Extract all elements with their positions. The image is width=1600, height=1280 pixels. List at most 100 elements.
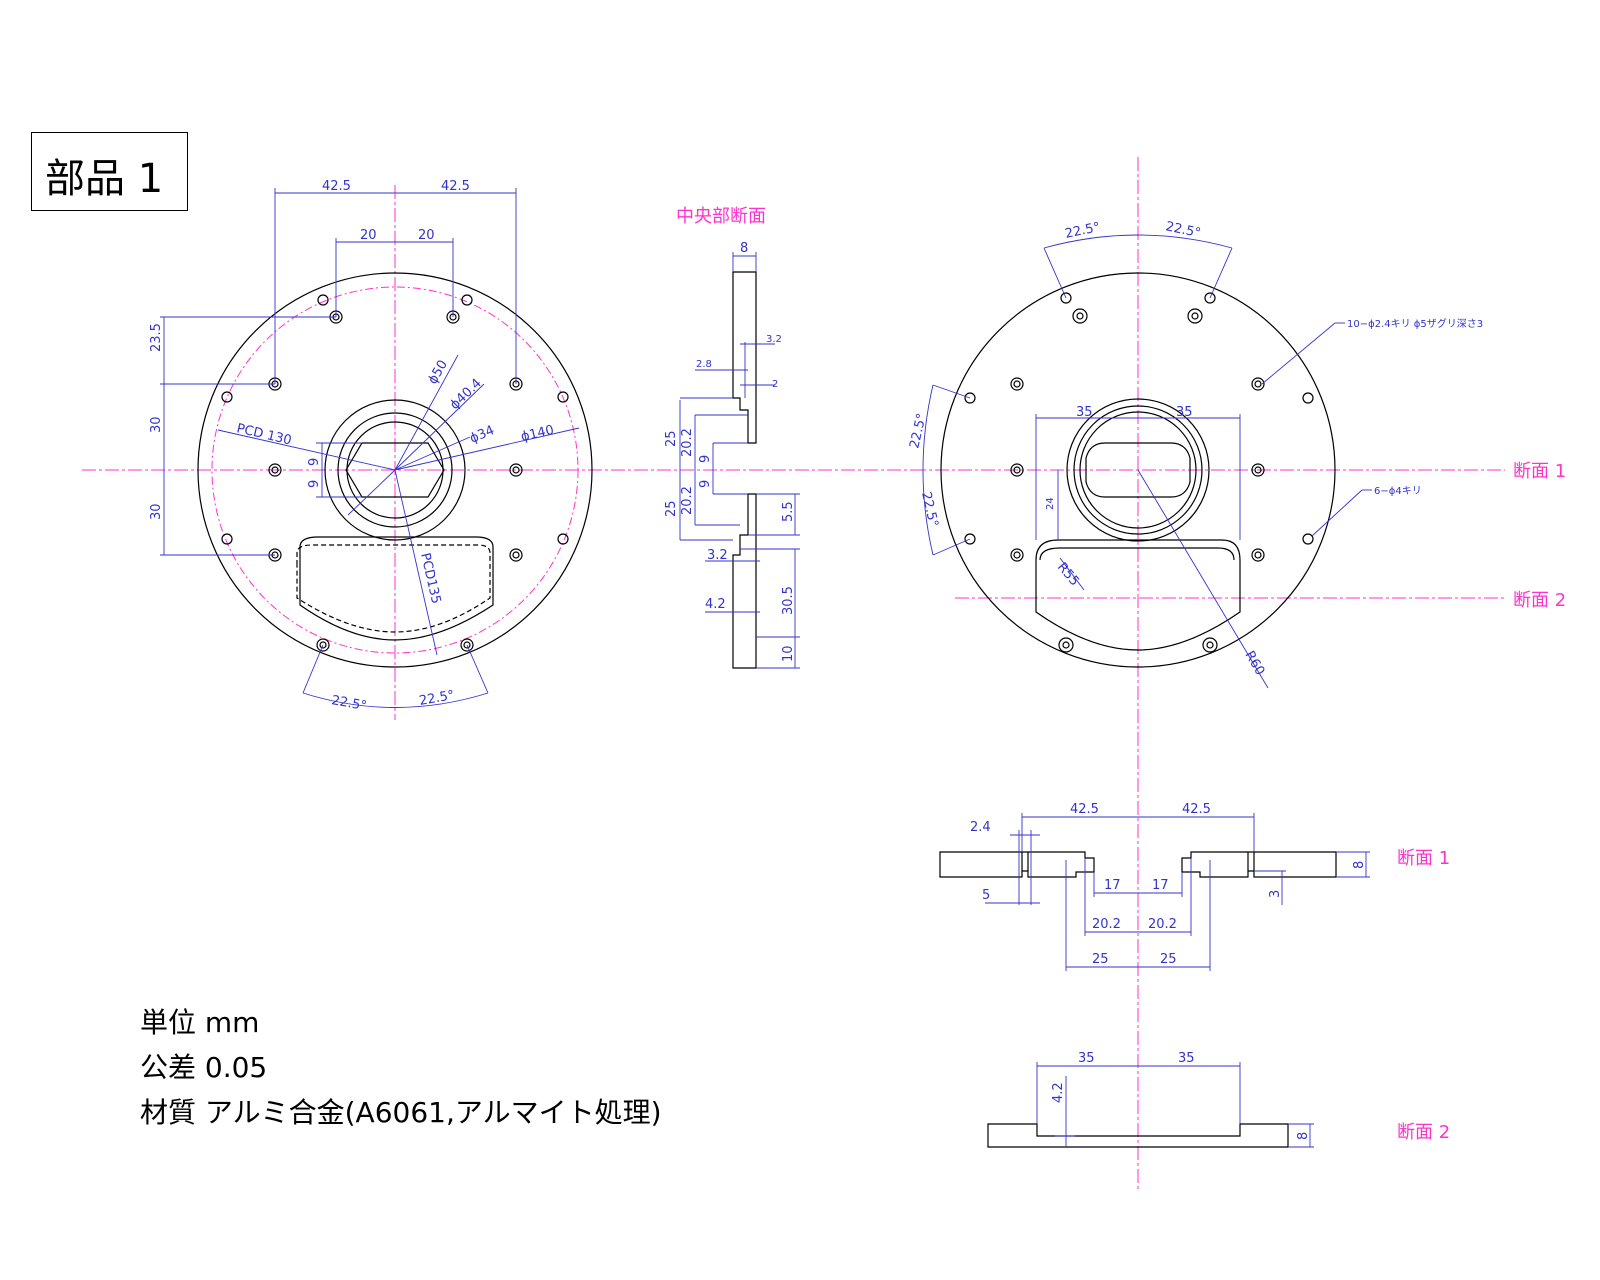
rear-hole-note-1: 10−ϕ2.4キリ ϕ5ザグリ深さ3 (1347, 317, 1483, 330)
rear-boss-outer (1066, 398, 1210, 542)
dim-front-9a: 9 (307, 458, 322, 466)
rear-boss-inner (1079, 411, 1197, 529)
front-bore (346, 421, 444, 519)
dim-s1-5: 5 (982, 888, 990, 903)
dim-s1-42-5a: 42.5 (1070, 802, 1099, 817)
dim-front-30b: 30 (149, 503, 164, 520)
section1-label: 断面 1 (1397, 848, 1450, 869)
rear-lower-pocket-step (1039, 547, 1235, 561)
part-title: 部品 1 (45, 156, 164, 202)
dim-center-20-2a: 20.2 (680, 428, 695, 457)
dim-center-9a: 9 (698, 455, 713, 463)
section1-left-profile (939, 851, 1095, 878)
rear-outer-circle (940, 272, 1336, 668)
dim-front-pcd130: PCD 130 (235, 421, 293, 448)
dim-center-9b: 9 (698, 480, 713, 488)
dim-front-top-left: 42.5 (322, 179, 351, 194)
dim-center-25a: 25 (664, 430, 679, 447)
dim-center-8: 8 (740, 241, 748, 256)
dim-s2-4-2: 4.2 (1051, 1082, 1066, 1103)
section-label-2: 断面 2 (1513, 590, 1566, 611)
dim-s1-20-2a: 20.2 (1092, 917, 1121, 932)
rear-view: 断面 1 断面 2 (907, 157, 1566, 1190)
dim-s2-35b: 35 (1178, 1051, 1195, 1066)
dim-front-23-5: 23.5 (149, 323, 164, 352)
front-view: 42.5 42.5 20 20 23.5 30 30 PCD 130 PCD13… (82, 179, 912, 720)
front-boss-inner (337, 412, 453, 528)
dim-s1-3: 3 (1268, 890, 1283, 898)
dim-rear-24: 24 (1045, 497, 1056, 510)
dim-center-30-5: 30.5 (781, 586, 796, 615)
dim-s1-42-5b: 42.5 (1182, 802, 1211, 817)
rear-center-slot (1085, 442, 1191, 498)
dim-center-4-2: 4.2 (705, 597, 726, 612)
front-center-slot (345, 442, 445, 498)
center-section-upper-profile (732, 271, 757, 444)
section2-view: 35 35 4.2 8 断面 2 (987, 1051, 1450, 1148)
dim-s1-25b: 25 (1160, 952, 1177, 967)
center-section-title: 中央部断面 (676, 206, 766, 227)
dim-front-inner-left: 20 (360, 228, 377, 243)
rear-holes (964, 292, 1314, 653)
center-section-dimension-lines (679, 252, 800, 669)
rear-hole-note-2: 6−ϕ4キリ (1374, 486, 1422, 497)
section-label-1: 断面 1 (1513, 461, 1566, 482)
dim-s1-20-2b: 20.2 (1148, 917, 1177, 932)
dim-center-5-5: 5.5 (781, 501, 796, 522)
front-boss-outer (324, 399, 466, 541)
front-lower-pocket (299, 536, 494, 641)
dim-center-20-2b: 20.2 (680, 486, 695, 515)
dim-rear-ang-left-upper: 22.5° (907, 412, 930, 450)
front-lower-pocket-hidden (296, 544, 491, 633)
front-outer-circle (197, 272, 593, 668)
section1-view: 42.5 42.5 2.4 5 17 17 20.2 20.2 25 25 8 … (939, 802, 1450, 971)
dim-rear-ang-top-right: 22.5° (1164, 219, 1202, 241)
rear-boss-ring (1073, 405, 1203, 535)
section2-dimension-lines (1036, 1062, 1314, 1148)
dim-front-inner-right: 20 (418, 228, 435, 243)
dim-s1-2-4: 2.4 (970, 820, 991, 835)
dim-front-30a: 30 (149, 416, 164, 433)
dim-rear-r60: R60 (1242, 649, 1268, 679)
section1-right-profile (1181, 851, 1337, 878)
dim-s1-17b: 17 (1152, 878, 1169, 893)
dim-center-10: 10 (781, 645, 796, 662)
section1-dimension-lines (985, 813, 1370, 971)
dim-front-d40-4: ϕ40.4 (447, 376, 484, 413)
front-pcd-circle (211, 286, 579, 654)
dim-rear-r55: R55 (1054, 560, 1082, 589)
dim-front-ang-left: 22.5° (330, 693, 368, 714)
dim-s1-25a: 25 (1092, 952, 1109, 967)
front-dimension-lines (160, 188, 580, 708)
dim-s1-17a: 17 (1104, 878, 1121, 893)
dim-s2-8: 8 (1296, 1132, 1311, 1140)
dim-rear-35b: 35 (1176, 405, 1193, 420)
part-title-box (31, 132, 188, 211)
dim-rear-ang-left-lower: 22.5° (918, 491, 941, 529)
note-material: 材質 アルミ合金(A6061,アルマイト処理) (140, 1096, 662, 1129)
dim-front-d50: ϕ50 (425, 358, 451, 387)
dim-s1-8: 8 (1352, 861, 1367, 869)
center-section-lower-profile (732, 493, 757, 669)
dim-front-d34: ϕ34 (468, 423, 497, 447)
dim-center-25b: 25 (664, 500, 679, 517)
dim-center-3-2: 3.2 (766, 334, 782, 345)
dim-center-3-2b: 3.2 (707, 548, 728, 563)
rear-lower-pocket (1035, 539, 1241, 651)
dim-front-top-right: 42.5 (441, 179, 470, 194)
dim-center-2: 2 (772, 379, 778, 390)
dim-rear-35a: 35 (1076, 405, 1093, 420)
dim-front-9b: 9 (307, 480, 322, 488)
section2-label: 断面 2 (1397, 1122, 1450, 1143)
dim-s2-35a: 35 (1078, 1051, 1095, 1066)
dim-front-d140: ϕ140 (520, 423, 556, 445)
note-tolerance: 公差 0.05 (140, 1051, 268, 1084)
dim-front-pcd135: PCD135 (417, 552, 443, 606)
center-section-view: 中央部断面 (664, 206, 800, 669)
note-unit: 単位 mm (140, 1006, 260, 1039)
rear-dimension-lines (922, 234, 1372, 689)
dim-center-2-8: 2.8 (696, 359, 712, 370)
dim-rear-ang-top-left: 22.5° (1064, 220, 1102, 242)
dim-front-ang-right: 22.5° (418, 688, 456, 709)
